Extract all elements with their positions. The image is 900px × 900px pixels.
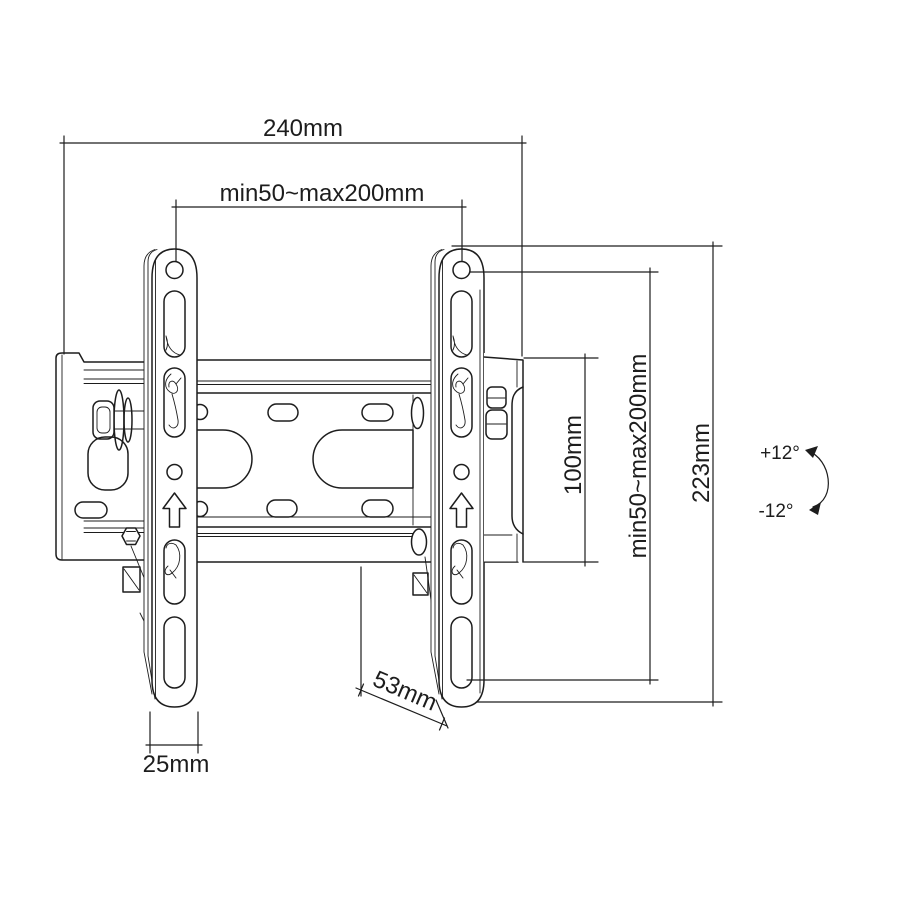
side-plate-top-folds	[83, 369, 147, 384]
dim-vesa-width: min50~max200mm	[171, 180, 467, 262]
tilt-angle-annotation: +12° -12°	[758, 443, 829, 522]
dim-total-height: 223mm	[451, 241, 723, 707]
dim-arm-width: 25mm	[143, 711, 210, 778]
vesa-slot-bottom-right	[361, 499, 394, 518]
flange-knob-bottom	[485, 409, 508, 440]
dim-vesa-height: min50~max200mm	[466, 267, 659, 685]
dim-label-total-height: 223mm	[688, 423, 715, 503]
side-plate-slot	[74, 501, 108, 519]
dim-vesa-height-lines	[466, 267, 659, 685]
right-arm	[430, 248, 485, 708]
dim-total-height-lines	[451, 241, 723, 707]
flange-knob-top	[486, 386, 507, 409]
dim-plate-height: 100mm	[523, 353, 599, 567]
dim-arm-width-lines	[145, 711, 203, 754]
dim-label-vesa-width: min50~max200mm	[220, 180, 425, 207]
flange-outline	[483, 356, 524, 563]
flange-fold-lines	[483, 360, 519, 563]
tilt-arrowhead-down	[809, 502, 821, 515]
tilt-arrowhead-up	[805, 446, 818, 458]
tilt-up-label: +12°	[760, 443, 800, 464]
tilt-knob-washer-small	[123, 397, 133, 443]
vesa-slot-top-left	[267, 403, 299, 422]
dim-label-plate-height: 100mm	[560, 415, 587, 495]
dim-label-vesa-height: min50~max200mm	[625, 354, 652, 559]
pivot-boss-bottom	[410, 528, 428, 556]
hook-edge-left	[130, 545, 146, 622]
mounting-cutout-left	[154, 429, 253, 489]
dim-depth-lines	[355, 566, 449, 731]
left-arm	[143, 248, 198, 708]
pivot-boss-top	[410, 396, 425, 430]
locking-nut-facets	[126, 531, 136, 542]
tilt-cam	[87, 436, 129, 491]
dim-total-width: 240mm	[59, 115, 527, 357]
tilt-down-label: -12°	[758, 501, 793, 522]
dim-vesa-width-lines	[171, 199, 467, 262]
hook-tab-left-fold	[123, 568, 140, 591]
dim-label-total-width: 240mm	[263, 115, 343, 142]
vesa-slot-bottom-left	[266, 499, 298, 518]
side-view-plate	[55, 352, 147, 622]
dim-plate-height-lines	[523, 353, 599, 567]
tilt-knob-stem	[113, 410, 145, 430]
right-side-flange	[483, 353, 524, 563]
mounting-cutout-right	[312, 429, 414, 489]
flange-knob-lines	[486, 397, 507, 425]
flange-profile-curve	[511, 386, 524, 535]
vesa-slot-top-right	[361, 403, 394, 422]
tilt-knob-head-inner	[96, 406, 111, 434]
dim-label-arm-width: 25mm	[143, 751, 210, 778]
tilt-knob-head	[92, 400, 115, 440]
hook-tab-right-fold	[413, 574, 428, 594]
locking-nut	[121, 527, 141, 546]
